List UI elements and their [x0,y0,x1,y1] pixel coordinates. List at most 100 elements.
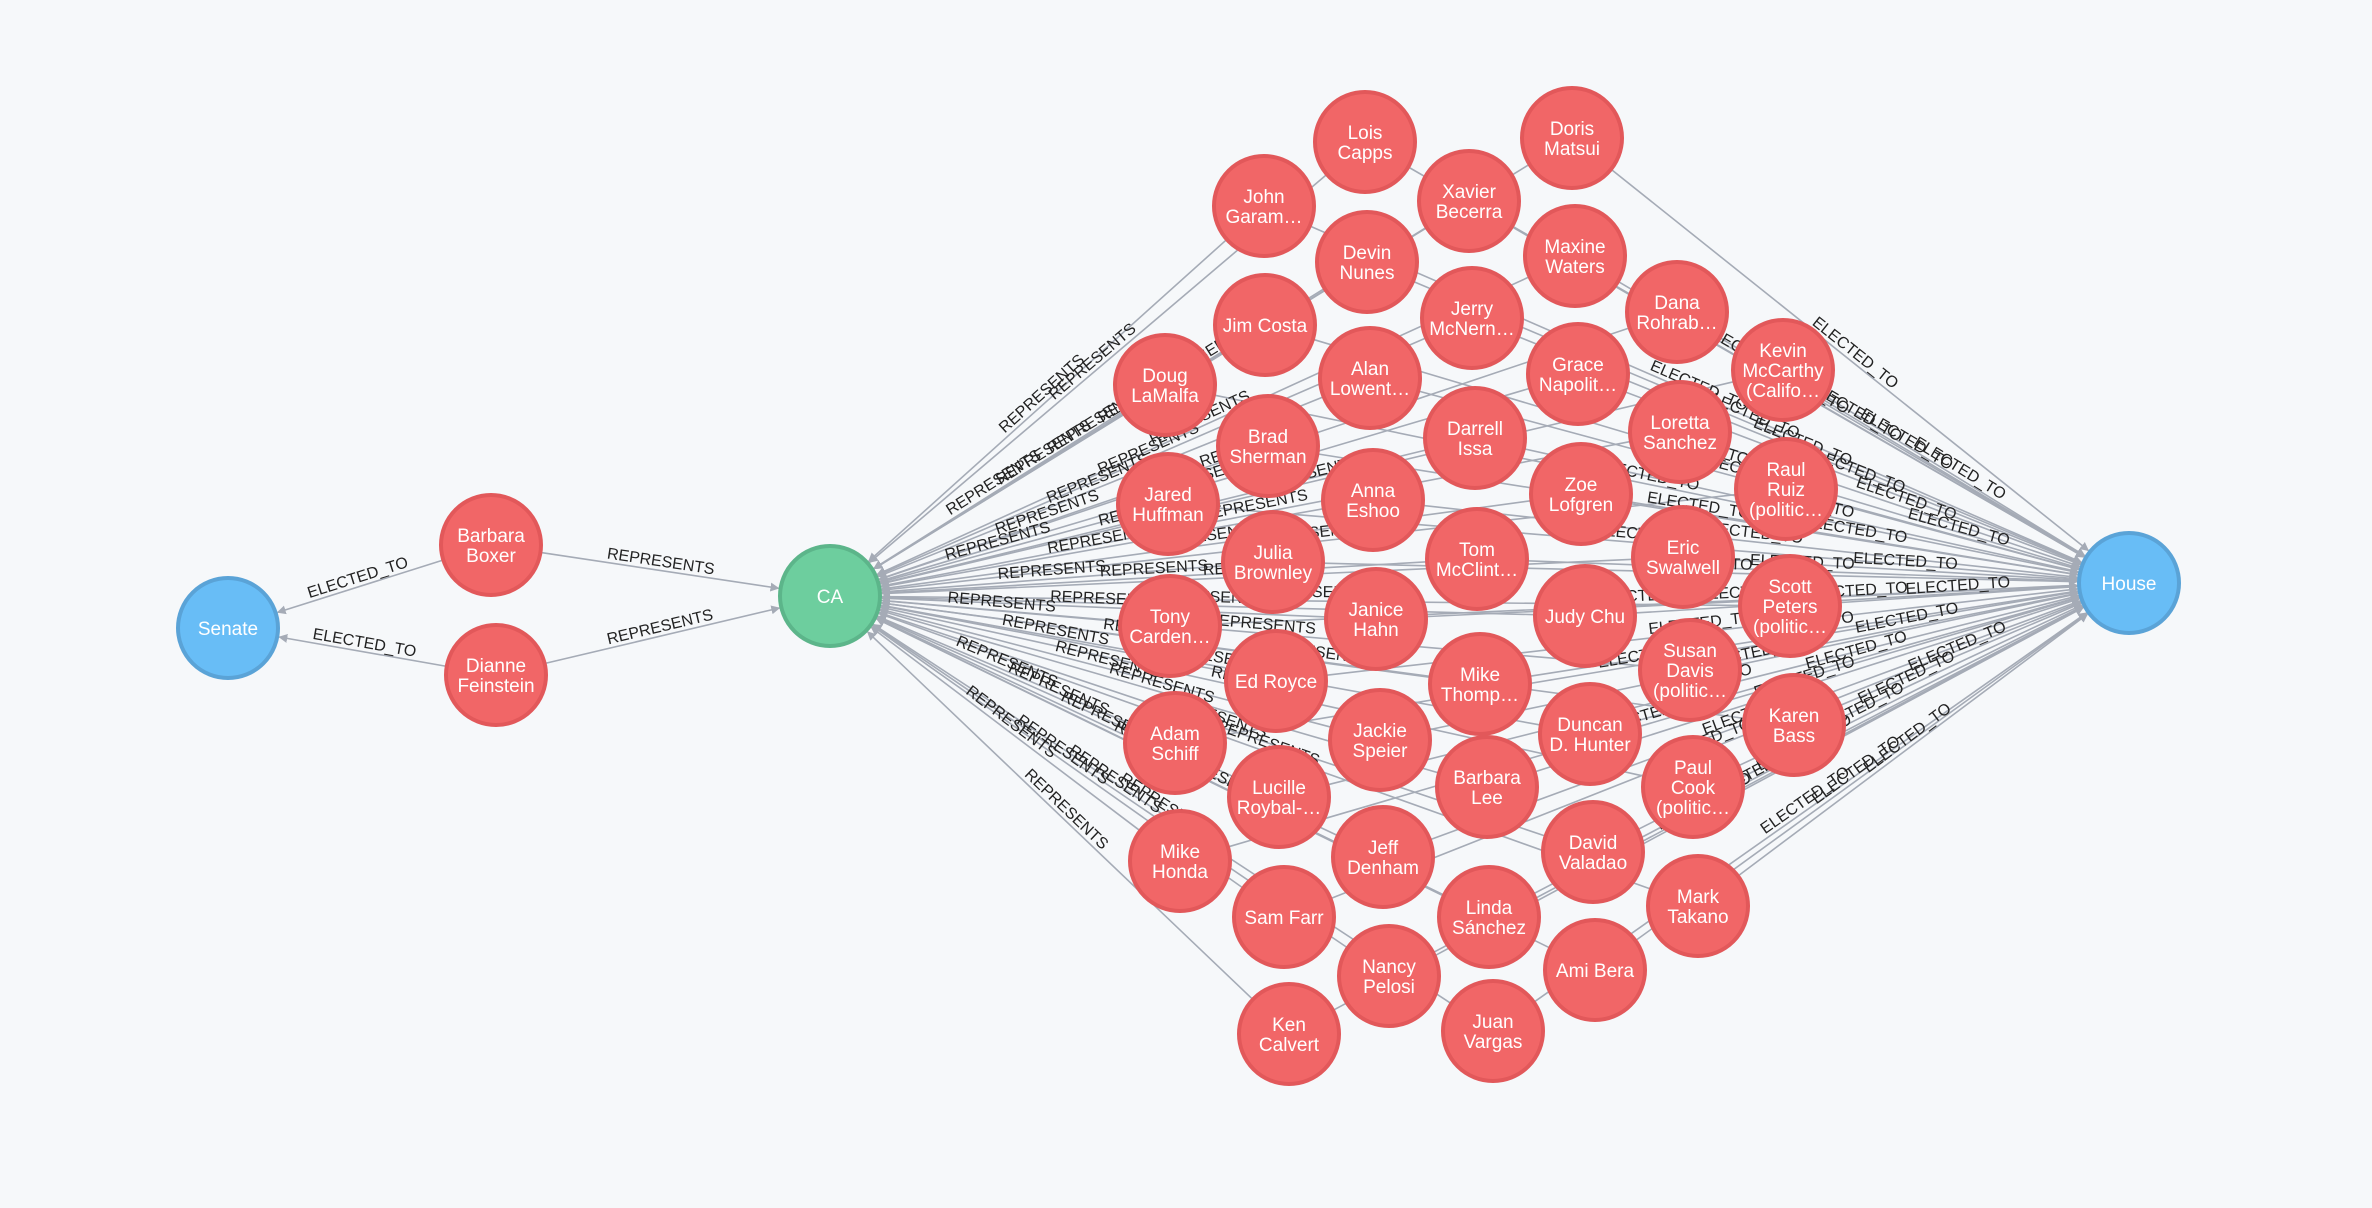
representative-node[interactable]: JerryMcNern… [1420,266,1524,370]
representative-node-circle[interactable] [1523,204,1627,308]
representative-node-circle[interactable] [1331,805,1435,909]
representative-node-circle[interactable] [1734,437,1838,541]
representative-node-circle[interactable] [1118,574,1222,678]
representative-node-circle[interactable] [1216,394,1320,498]
rep-represents-edge-line[interactable] [880,565,1224,596]
representative-node-circle[interactable] [1113,333,1217,437]
representative-node-circle[interactable] [1428,632,1532,736]
representative-node-circle[interactable] [1324,567,1428,671]
representative-node-circle[interactable] [1425,507,1529,611]
representative-node-circle[interactable] [1435,735,1539,839]
representative-node-circle[interactable] [1227,745,1331,849]
rep-represents-edge-line[interactable] [873,410,1124,569]
representative-node[interactable]: ScottPeters(politic… [1738,554,1842,658]
representative-node-circle[interactable] [1541,800,1645,904]
representative-node-circle[interactable] [1437,865,1541,969]
representative-node-circle[interactable] [1318,326,1422,430]
representative-node[interactable]: SusanDavis(politic… [1638,618,1742,722]
representative-node[interactable]: AlanLowent… [1318,326,1422,430]
senator-represents-edge-line[interactable] [540,551,780,592]
representative-node-circle[interactable] [1123,691,1227,795]
senator-elected-edge-line[interactable] [278,633,447,668]
rep-elected-edge-line[interactable] [1839,582,2079,604]
rep-elected-edge-line[interactable] [1737,613,2089,877]
senate-node-circle[interactable] [176,576,280,680]
rep-represents-edge-line[interactable] [880,602,1541,726]
senator-represents-edge-line[interactable] [544,605,781,665]
representative-node[interactable]: Jim Costa [1213,273,1317,377]
rep-elected-edge-line[interactable] [1227,595,2080,848]
senate-node[interactable]: Senate [176,576,280,680]
rep-elected-edge-line[interactable] [1839,602,2082,707]
senator-node-circle[interactable] [444,623,548,727]
representative-node-circle[interactable] [1213,273,1317,377]
ca-node[interactable]: CA [778,544,882,648]
representative-node[interactable]: PaulCook(politic… [1641,735,1745,839]
rep-represents-edge-line[interactable] [880,499,1532,593]
representative-node-circle[interactable] [1224,629,1328,733]
rep-represents-edge-line[interactable] [881,594,1327,618]
representative-node-circle[interactable] [1526,322,1630,426]
representative-node-circle[interactable] [1212,154,1316,258]
representative-node-circle[interactable] [1237,982,1341,1086]
representative-node[interactable]: GraceNapolit… [1526,322,1630,426]
representative-node-circle[interactable] [1543,918,1647,1022]
representative-node-circle[interactable] [1423,386,1527,490]
rep-elected-edge-line[interactable] [1610,168,2090,552]
representative-node-circle[interactable] [1221,510,1325,614]
representative-node-circle[interactable] [1631,505,1735,609]
representative-node-circle[interactable] [1116,452,1220,556]
rep-represents-edge-line[interactable] [870,626,1141,832]
rep-represents-edge-line[interactable] [875,618,1551,949]
representative-node-circle[interactable] [1313,90,1417,194]
representative-node[interactable]: TomMcClint… [1425,507,1529,611]
representative-node-circle[interactable] [1420,266,1524,370]
representative-node-circle[interactable] [1315,210,1419,314]
representative-node-circle[interactable] [1646,854,1750,958]
representative-node-circle[interactable] [1738,554,1842,658]
rep-represents-edge-line[interactable] [877,615,1130,725]
representative-node-circle[interactable] [1641,735,1745,839]
representative-node-circle[interactable] [1321,448,1425,552]
senator-node-circle[interactable] [439,493,543,597]
representative-node[interactable]: Ami Bera [1543,918,1647,1022]
representative-node-circle[interactable] [1328,688,1432,792]
representative-node-circle[interactable] [1337,924,1441,1028]
house-node-circle[interactable] [2077,531,2181,635]
representative-node[interactable]: Judy Chu [1533,564,1637,668]
rep-represents-edge-line[interactable] [879,516,1120,585]
representative-node-circle[interactable] [1128,809,1232,913]
representative-node[interactable]: LucilleRoybal-… [1227,745,1331,849]
rep-represents-edge-line[interactable] [868,238,1228,562]
representative-node[interactable]: Ed Royce [1224,629,1328,733]
representative-node-circle[interactable] [1731,318,1835,422]
representative-node[interactable]: RaulRuiz(politic… [1734,437,1838,541]
rep-elected-edge-line[interactable] [1428,590,2079,731]
ca-node-circle[interactable] [778,544,882,648]
representative-node-circle[interactable] [1638,618,1742,722]
representative-node[interactable]: DanaRohrab… [1625,260,1729,364]
rep-elected-edge-line[interactable] [1412,280,2082,564]
